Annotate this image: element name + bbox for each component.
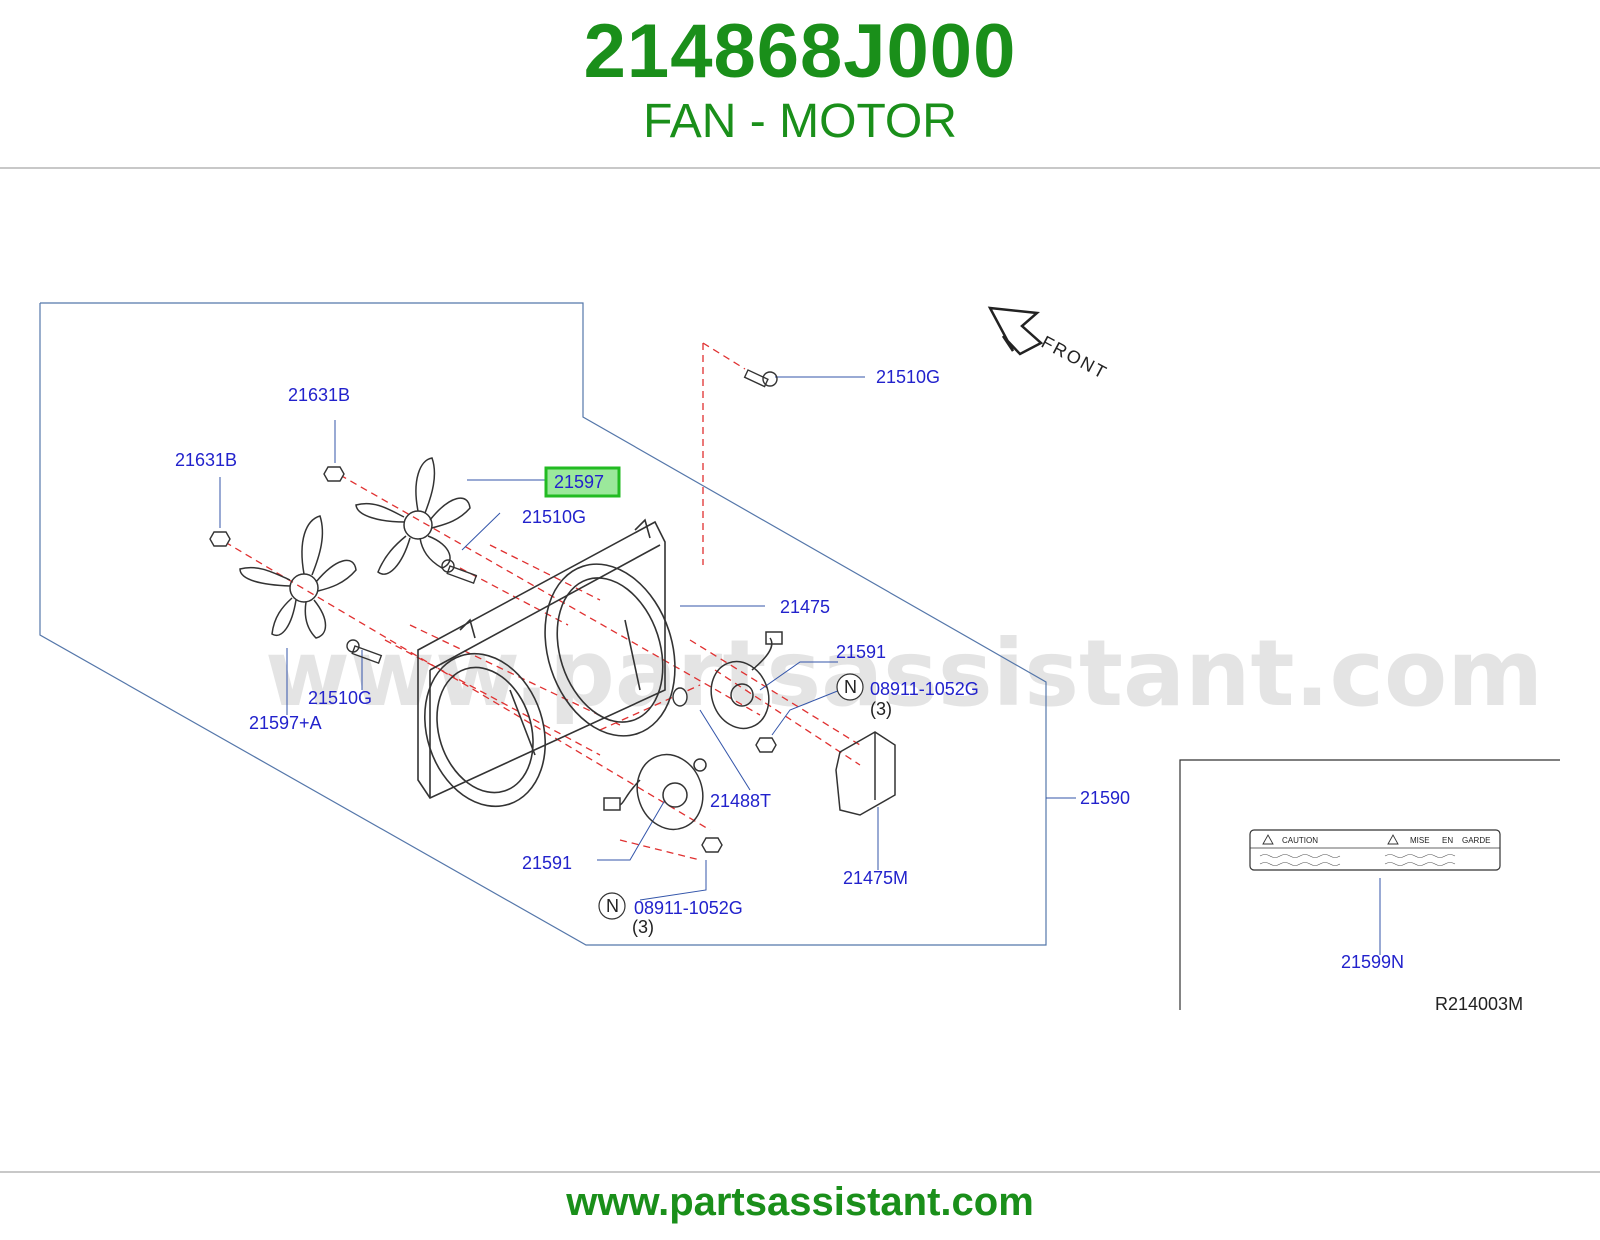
diagram-reference-code: R214003M (1435, 994, 1523, 1014)
resistor-21475m (835, 731, 896, 816)
header-divider (0, 167, 1600, 169)
warning-triangle-icon (1387, 834, 1399, 845)
warning-triangle-icon (1262, 834, 1274, 845)
callout-21510g-top[interactable]: 21510G (876, 367, 940, 387)
fan-shroud (417, 518, 676, 808)
callout-21599n[interactable]: 21599N (1341, 952, 1404, 972)
n-marker-a: N (836, 673, 864, 701)
garde-text: GARDE (1462, 836, 1490, 845)
callout-21475m[interactable]: 21475M (843, 868, 908, 888)
bolt-21510g-top (743, 369, 778, 388)
n-marker-b: N (598, 892, 626, 920)
callout-leaders (219, 376, 1381, 955)
mise-text: MISE (1410, 836, 1430, 845)
en-text: EN (1442, 836, 1453, 845)
front-arrow-icon (987, 306, 1044, 356)
svg-text:N: N (844, 677, 857, 697)
assembly-frame (39, 302, 1047, 946)
nut-21631b-upper (323, 466, 345, 482)
footer-site-url[interactable]: www.partsassistant.com (566, 1180, 1034, 1224)
parts-diagram: www.partsassistant.com FRONT (39, 302, 1560, 1014)
bolt-21510g-mid (441, 559, 478, 584)
watermark-text: www.partsassistant.com (265, 620, 1543, 727)
callout-21597-a[interactable]: 21597+A (249, 713, 322, 733)
motor-21591-lower (603, 753, 707, 831)
callout-21591-upper[interactable]: 21591 (836, 642, 886, 662)
leader-lines (224, 342, 861, 861)
caution-text: CAUTION (1282, 836, 1318, 845)
spacer-21488t (672, 687, 688, 707)
callout-21510g-mid[interactable]: 21510G (522, 507, 586, 527)
callout-21631b-lower[interactable]: 21631B (175, 450, 237, 470)
callout-21488t[interactable]: 21488T (710, 791, 771, 811)
callout-21591-lower[interactable]: 21591 (522, 853, 572, 873)
front-label: FRONT (1038, 332, 1111, 383)
callout-21510g-low[interactable]: 21510G (308, 688, 372, 708)
nut-08911-lower (701, 837, 723, 853)
fan-blade-upper (355, 457, 471, 575)
fan-blade-lower (239, 515, 357, 639)
callout-21631b-upper[interactable]: 21631B (288, 385, 350, 405)
callout-21475[interactable]: 21475 (780, 597, 830, 617)
callout-21590[interactable]: 21590 (1080, 788, 1130, 808)
nut-08911-upper (755, 737, 777, 753)
callout-08911-upper[interactable]: 08911-1052G (870, 679, 979, 699)
label-fine-print (1259, 854, 1456, 866)
motor-21591-upper (710, 631, 783, 730)
label-inset-frame (1179, 759, 1560, 1010)
highlight-box (544, 466, 621, 498)
callout-08911-lower[interactable]: 08911-1052G (634, 898, 743, 918)
footer-divider (0, 1171, 1600, 1173)
caution-label-21599n: CAUTION MISE EN GARDE (1249, 829, 1501, 871)
header: 214868J000 FAN - MOTOR (0, 0, 1600, 168)
part-number-title: 214868J000 (583, 9, 1017, 94)
part-name-subtitle: FAN - MOTOR (643, 95, 957, 148)
bolt-21510g-low (346, 639, 383, 664)
qty-lower: (3) (632, 917, 654, 937)
callout-21597[interactable]: 21597 (554, 472, 604, 492)
svg-text:N: N (606, 896, 619, 916)
qty-upper: (3) (870, 699, 892, 719)
nut-21631b-lower (209, 531, 231, 547)
